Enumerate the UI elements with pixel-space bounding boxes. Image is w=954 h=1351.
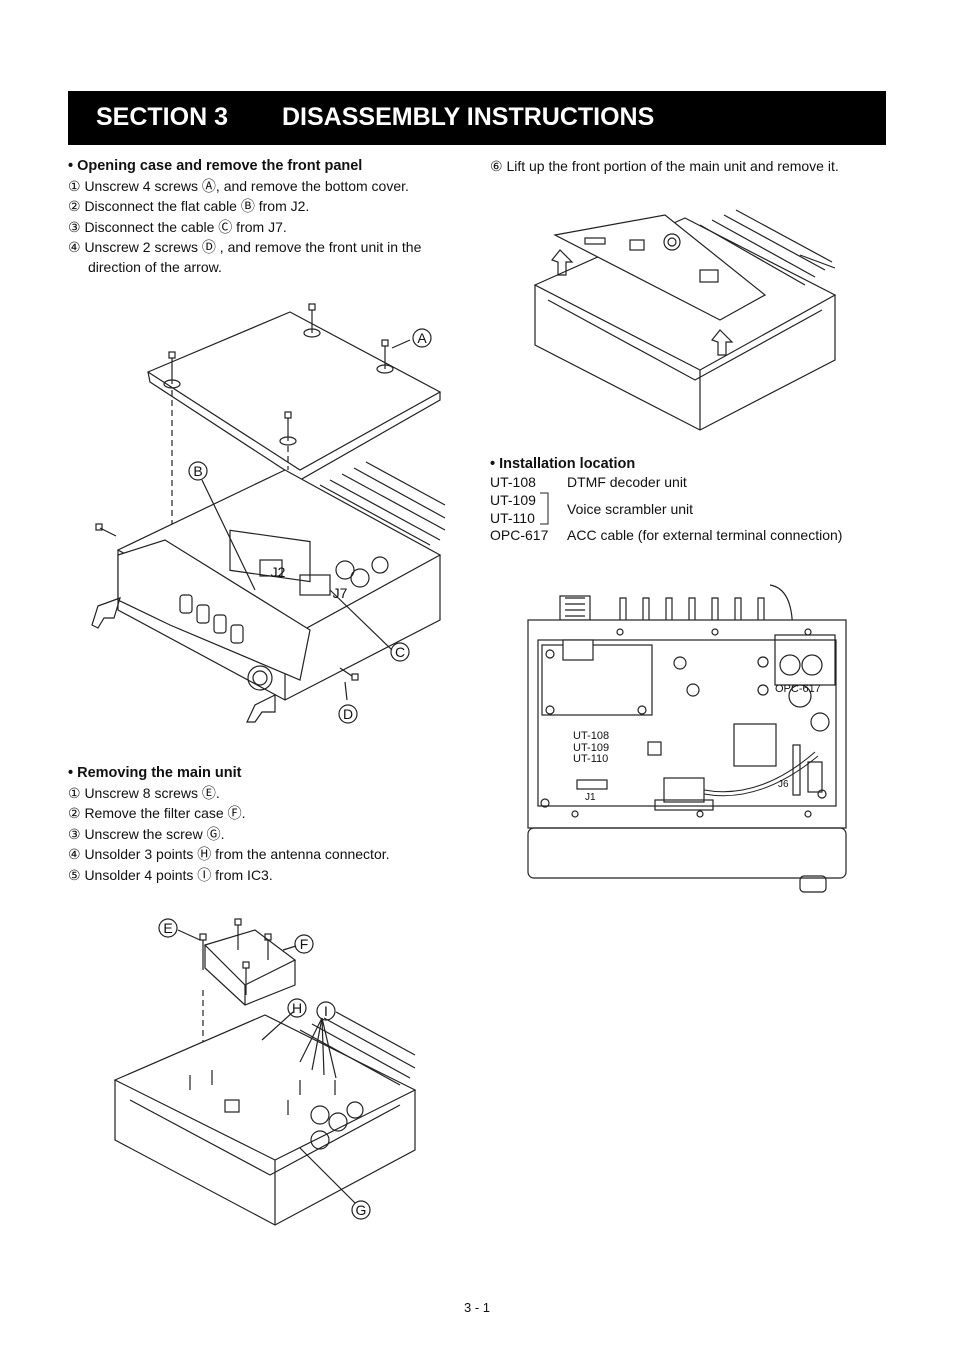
install-desc-1: DTMF decoder unit [567,474,687,490]
removing-step-5: ⑤ Unsolder 4 points Ⓘ from IC3. [68,867,273,883]
label-b: B [193,463,202,479]
label-opc617: OPC-617 [775,683,821,695]
removing-step-4: ④ Unsolder 3 points Ⓗ from the antenna c… [68,846,390,862]
section-title: DISASSEMBLY INSTRUCTIONS [282,103,655,131]
label-d: D [343,706,353,722]
install-desc-4: ACC cable (for external terminal connect… [567,527,843,543]
install-code-3: UT-110 [490,510,535,526]
opening-heading: • Opening case and remove the front pane… [68,158,363,174]
removing-step-3: ③ Unscrew the screw Ⓖ. [68,826,225,842]
label-c: C [395,644,405,660]
page-number: 3 - 1 [463,1300,490,1315]
label-j6: J6 [778,779,789,790]
lift-step-6: ⑥ Lift up the front portion of the main … [490,158,839,174]
section-number: SECTION 3 [96,103,228,131]
screw-icon [189,1070,336,1115]
opening-step-2: ② Disconnect the flat cable Ⓑ from J2. [68,198,310,214]
screw-icon [199,918,272,995]
label-i: I [324,1003,328,1019]
screw-icon [163,303,394,446]
label-g: G [356,1202,367,1218]
label-ut109: UT-109 [573,742,609,754]
installation-heading: • Installation location [490,456,636,472]
label-j7: J7 [333,585,348,601]
section-banner: SECTION 3 DISASSEMBLY INSTRUCTIONS [68,91,886,145]
install-code-4: OPC-617 [490,527,549,543]
opening-step-1: ① Unscrew 4 screws Ⓐ, and remove the bot… [68,178,409,194]
label-e: E [163,920,172,936]
removing-step-1: ① Unscrew 8 screws Ⓔ. [68,785,220,801]
label-ut110: UT-110 [573,753,608,765]
opening-step-4: ④ Unscrew 2 screws Ⓓ , and remove the fr… [68,239,422,255]
label-a: A [417,330,427,346]
removing-heading: • Removing the main unit [68,765,242,781]
install-code-1: UT-108 [490,474,536,490]
opening-step-3: ③ Disconnect the cable Ⓒ from J7. [68,219,287,235]
label-h: H [292,1000,302,1016]
label-f: F [300,936,309,952]
label-j1: J1 [585,792,596,803]
opening-step-4-cont: direction of the arrow. [88,259,222,275]
label-ut108: UT-108 [573,730,609,742]
removing-step-2: ② Remove the filter case Ⓕ. [68,805,246,821]
install-desc-2: Voice scrambler unit [567,501,694,517]
label-j2: J2 [271,564,286,580]
install-code-2: UT-109 [490,492,536,508]
